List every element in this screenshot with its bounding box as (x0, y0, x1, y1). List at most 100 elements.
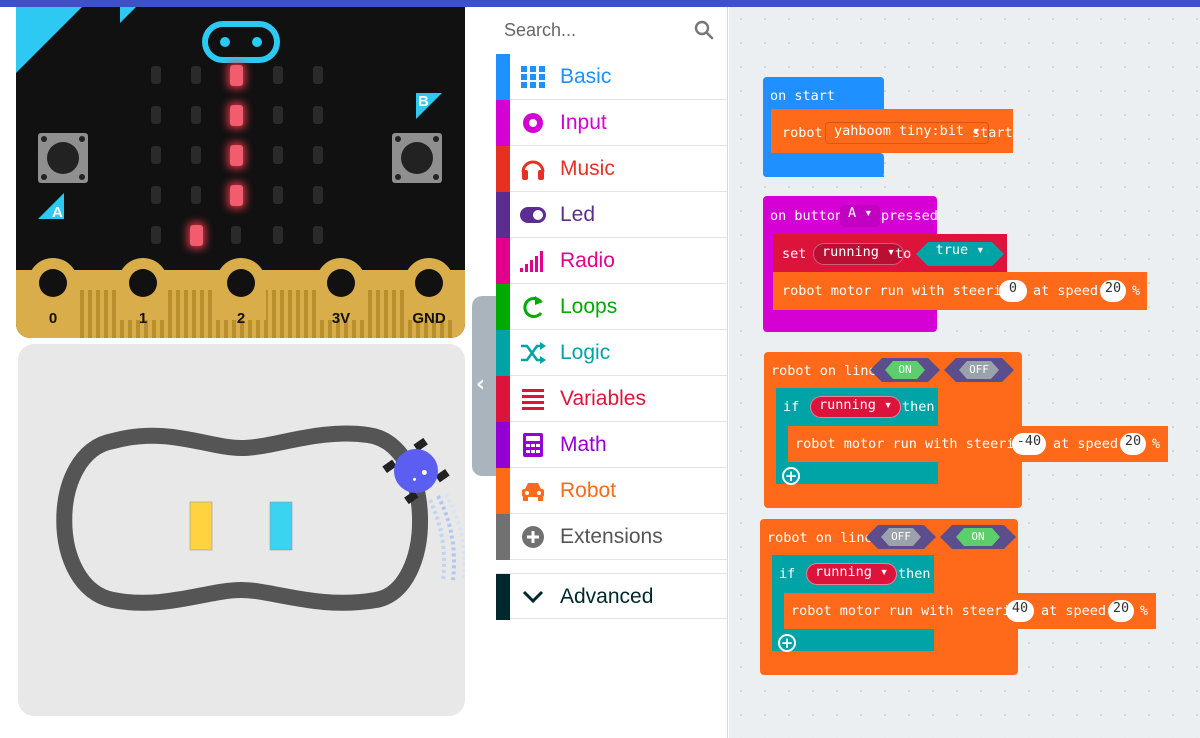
microbit-logo (202, 21, 280, 63)
speed-input[interactable]: 20 (1100, 280, 1126, 302)
edge-pin-strip (200, 290, 204, 338)
led-off (273, 226, 283, 244)
condition-variable-value: running (815, 564, 872, 580)
pin-pad-2[interactable] (216, 258, 266, 320)
led-off (151, 66, 161, 84)
edge-pin-strip (208, 290, 212, 338)
set-variable-dropdown[interactable]: running ▾ (813, 243, 905, 265)
pin-pad-0[interactable] (28, 258, 78, 320)
category-loops[interactable]: Loops (496, 284, 727, 330)
led-off (273, 146, 283, 164)
right-sensor-state[interactable]: ON (940, 525, 1016, 549)
motor-run-text: robot motor run with steering (791, 603, 1027, 619)
category-label: Robot (560, 479, 617, 502)
right-sensor-state[interactable]: OFF (944, 358, 1014, 382)
category-radio[interactable]: Radio (496, 238, 727, 284)
led-lit (230, 145, 243, 166)
led-off (313, 146, 323, 164)
category-advanced[interactable]: Advanced (496, 573, 727, 620)
motor-run-text: robot motor run with steering (795, 436, 1031, 452)
target-icon (523, 113, 543, 133)
edge-pin-strip (376, 290, 380, 338)
category-color-bar (496, 100, 510, 146)
button-a-marker (38, 193, 64, 219)
blocks-workspace[interactable]: on start robot yahboom tiny:bit ▾ start … (729, 7, 1200, 738)
category-math[interactable]: Math (496, 422, 727, 468)
button-b[interactable] (392, 133, 442, 183)
board-side-dot-right (450, 151, 459, 160)
sensor-beam (428, 493, 465, 581)
category-color-bar (496, 376, 510, 422)
top-accent-bar (0, 0, 1200, 7)
chevron-left-icon: ‹ (476, 372, 486, 397)
category-extensions[interactable]: Extensions (496, 514, 727, 560)
category-label: Math (560, 433, 607, 456)
edge-pin-strip (288, 290, 292, 338)
right-sensor-state-value: OFF (959, 361, 999, 379)
simulator-panel: A B 0 1 2 3V GND (0, 7, 480, 738)
led-off (191, 186, 201, 204)
percent-sign: % (1152, 436, 1161, 452)
category-label: Input (560, 111, 607, 134)
category-music[interactable]: Music (496, 146, 727, 192)
edge-pin-strip (392, 290, 396, 338)
button-a[interactable] (38, 133, 88, 183)
left-sensor-state[interactable]: OFF (866, 525, 936, 549)
edge-pin-strip (272, 290, 276, 338)
search-input[interactable] (504, 15, 684, 45)
motor-run-text: robot motor run with steering (782, 283, 1018, 299)
category-variables[interactable]: Variables (496, 376, 727, 422)
collapse-simulator-button[interactable]: ‹ (472, 296, 496, 476)
category-label: Advanced (560, 585, 654, 608)
category-label: Loops (560, 295, 618, 318)
category-led[interactable]: Led (496, 192, 727, 238)
edge-pin-strip (296, 290, 300, 338)
steering-input[interactable]: 0 (999, 280, 1027, 302)
steering-input[interactable]: 40 (1006, 600, 1034, 622)
category-input[interactable]: Input (496, 100, 727, 146)
button-selector-value: A (848, 205, 857, 221)
led-off (151, 106, 161, 124)
pin-pad-3v[interactable] (316, 258, 366, 320)
yellow-marker (189, 501, 213, 551)
pin-pad-1[interactable] (118, 258, 168, 320)
condition-variable-dropdown[interactable]: running ▾ (806, 563, 898, 585)
category-color-bar (496, 238, 510, 284)
button-b-label: B (418, 93, 429, 110)
robot-model-dropdown[interactable]: yahboom tiny:bit ▾ (825, 122, 990, 144)
category-label: Extensions (560, 525, 663, 548)
led-off (191, 106, 201, 124)
category-color-bar (496, 54, 510, 100)
led-off (313, 226, 323, 244)
on-line-label: robot on line (767, 530, 873, 546)
steering-input[interactable]: -40 (1012, 433, 1046, 455)
add-else-plus-icon[interactable]: + (782, 467, 800, 485)
condition-variable-dropdown[interactable]: running ▾ (810, 396, 902, 418)
left-sensor-state[interactable]: ON (870, 358, 940, 382)
dropdown-arrow-icon: ▾ (887, 244, 896, 260)
speed-input[interactable]: 20 (1120, 433, 1146, 455)
category-robot[interactable]: Robot (496, 468, 727, 514)
speed-input[interactable]: 20 (1108, 600, 1134, 622)
dropdown-arrow-icon: ▾ (976, 242, 985, 258)
pin-pad-gnd[interactable] (404, 258, 454, 320)
left-sensor-state-value: ON (885, 361, 925, 379)
category-basic[interactable]: Basic (496, 54, 727, 100)
category-color-bar (496, 468, 510, 514)
button-selector-dropdown[interactable]: A ▾ (840, 205, 881, 227)
led-lit (230, 65, 243, 86)
boolean-value-dropdown[interactable]: true ▾ (916, 242, 1004, 266)
category-logic[interactable]: Logic (496, 330, 727, 376)
dropdown-arrow-icon: ▾ (972, 123, 981, 139)
pin-label-3v: 3V (331, 310, 351, 327)
led-off (191, 146, 201, 164)
edge-pin-strip (280, 290, 284, 338)
then-word: then (898, 566, 931, 582)
add-else-plus-icon[interactable]: + (778, 634, 796, 652)
category-color-bar (496, 574, 510, 620)
led-off (273, 106, 283, 124)
edge-pin-strip (304, 290, 308, 338)
search-icon[interactable] (694, 20, 714, 40)
category-color-bar (496, 422, 510, 468)
percent-sign: % (1132, 283, 1141, 299)
